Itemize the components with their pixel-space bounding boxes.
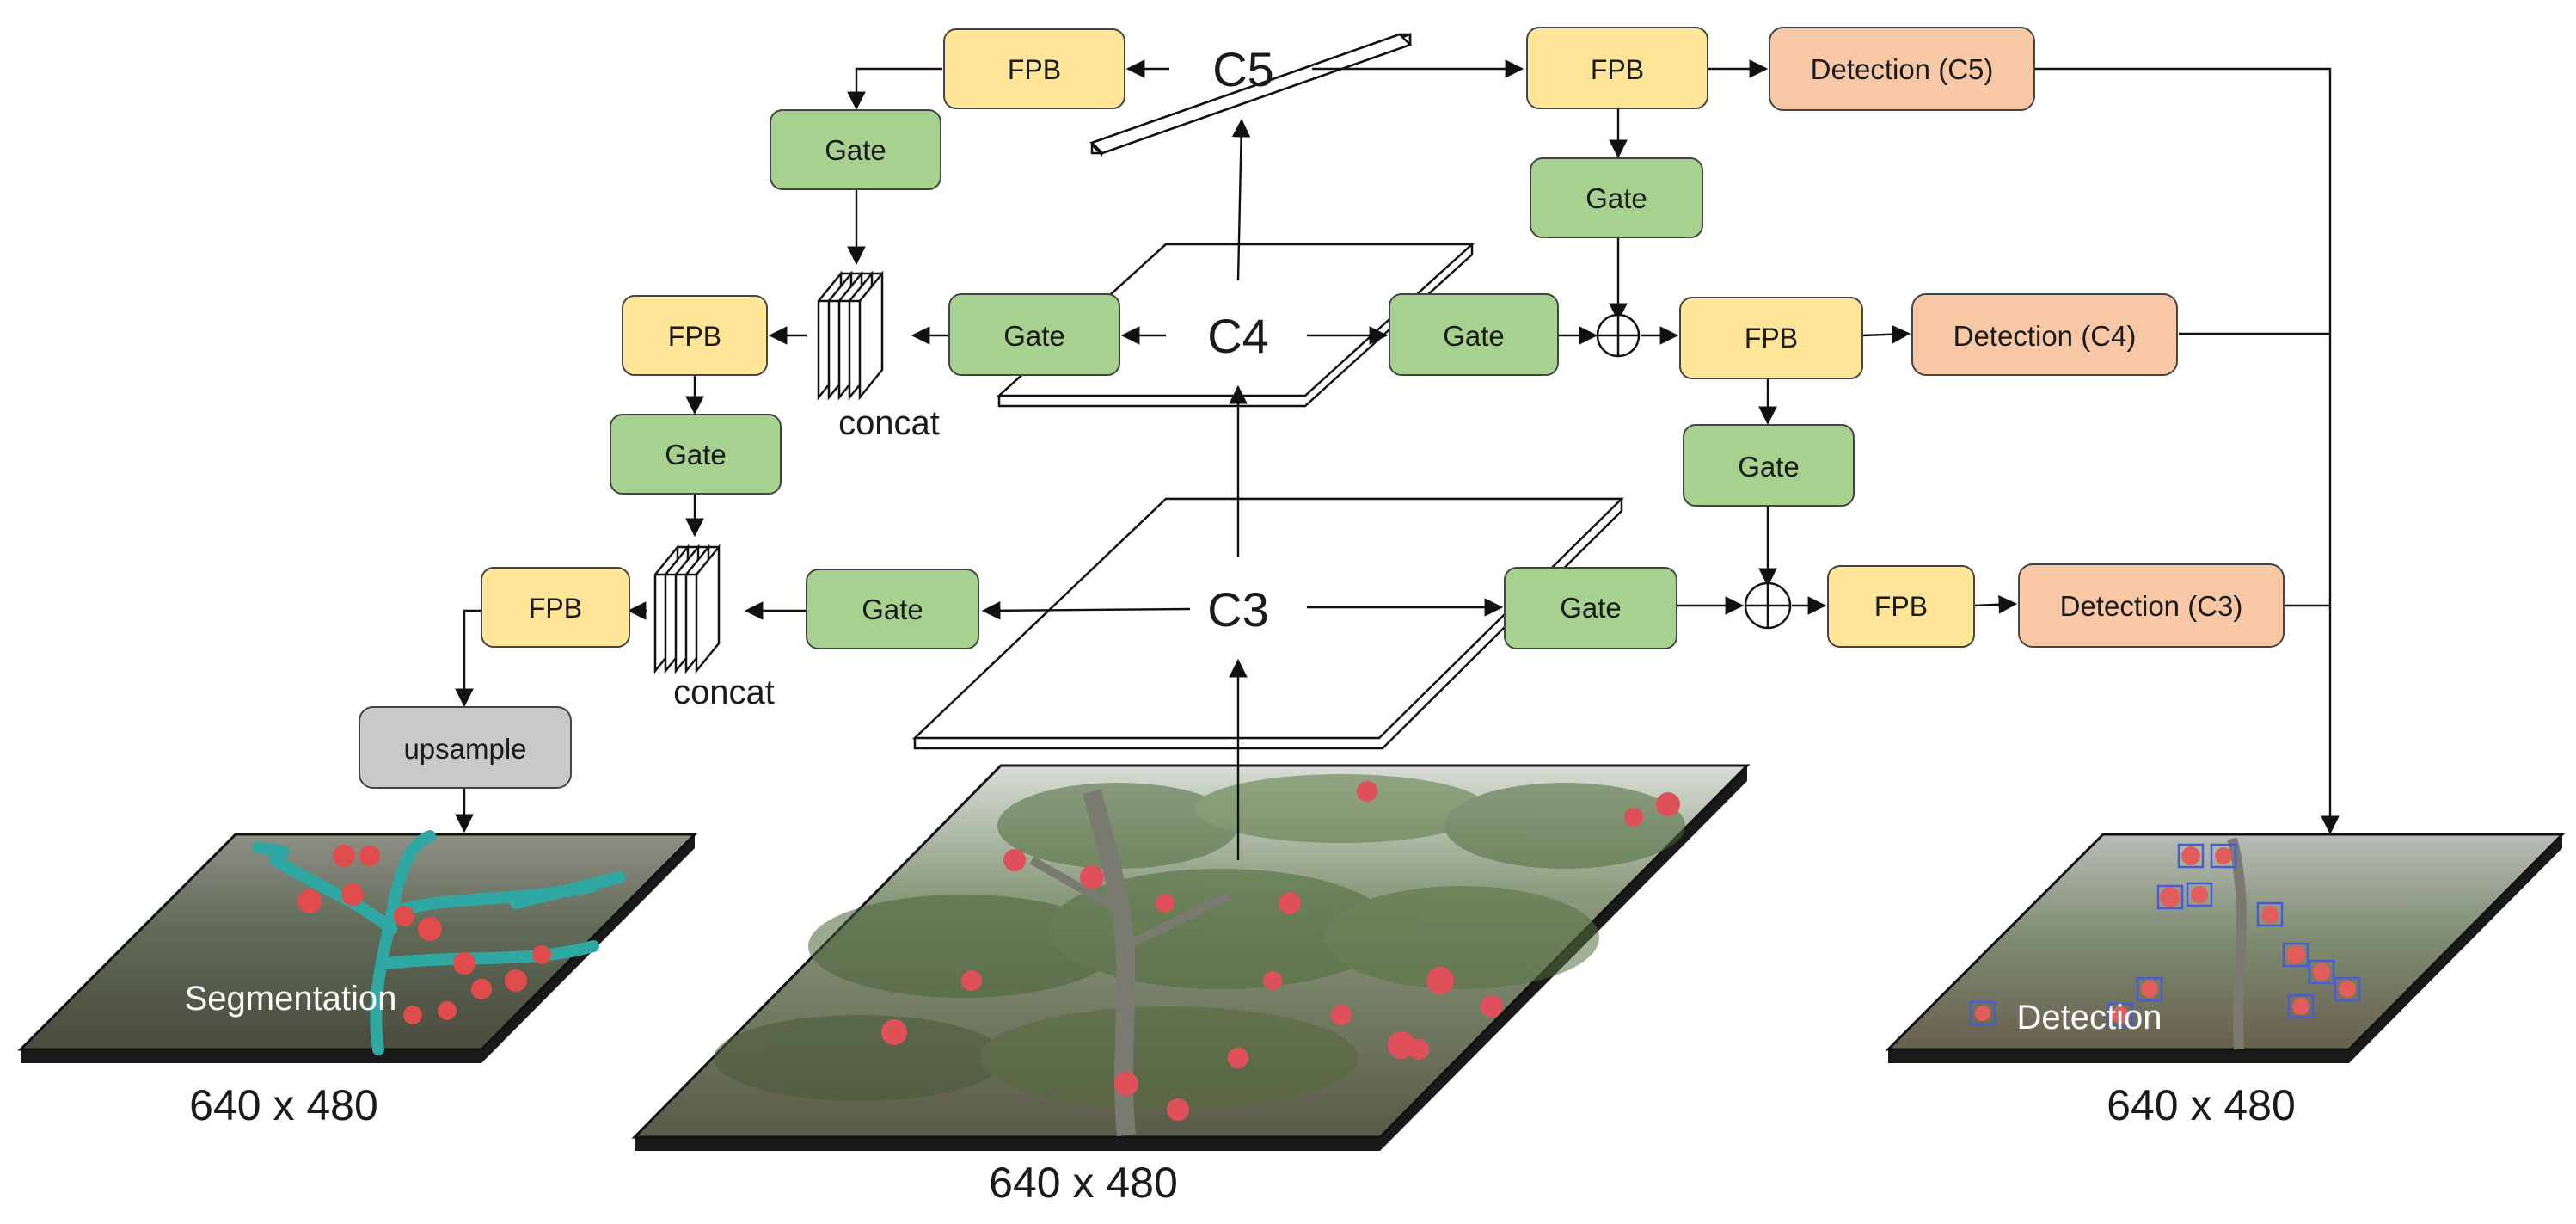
connections (455, 59, 2340, 860)
sum-node-c4 (1596, 313, 1641, 358)
plane-c3 (911, 497, 1625, 750)
plane-c5 (1089, 33, 1413, 157)
gate-box-top-left: Gate (770, 109, 941, 190)
detection-box-c4: Detection (C4) (1911, 293, 2178, 376)
gate-box-mid-left: Gate (610, 414, 782, 495)
svg-text:Gate: Gate (825, 134, 886, 166)
concat-label-bottom: concat (673, 674, 775, 711)
gate-box-c4-left: Gate (948, 293, 1120, 376)
gate-box-top-right: Gate (1530, 157, 1703, 238)
gate-box-mid-right: Gate (1683, 424, 1855, 507)
detection-box-c3: Detection (C3) (2018, 563, 2285, 648)
svg-text:Detection (C5): Detection (C5) (1811, 53, 1994, 85)
svg-text:FPB: FPB (668, 321, 721, 352)
gate-box-c3-right: Gate (1504, 567, 1677, 649)
svg-text:Gate: Gate (1585, 182, 1647, 214)
input-image (631, 764, 1751, 1151)
fpb-box-mid-left: FPB (622, 295, 768, 376)
detection-image-label: Detection (2017, 999, 2162, 1036)
svg-text:Detection (C4): Detection (C4) (1953, 320, 2137, 352)
concat-stack-top (817, 270, 884, 401)
gate-box-c4-right: Gate (1389, 293, 1559, 376)
svg-text:Gate: Gate (862, 594, 923, 625)
detection-box-c5: Detection (C5) (1769, 27, 2035, 111)
fpb-box-low-left: FPB (481, 567, 630, 648)
detection-image (1885, 833, 2566, 1063)
concat-label-top: concat (838, 404, 940, 442)
fpb-box-top-left: FPB (943, 28, 1125, 109)
svg-text:Gate: Gate (1560, 592, 1622, 624)
right-size-label: 640 x 480 (2107, 1081, 2296, 1129)
left-size-label: 640 x 480 (189, 1081, 378, 1129)
svg-text:FPB: FPB (1591, 54, 1644, 85)
concat-stack-bottom (653, 544, 721, 674)
svg-text:Detection (C3): Detection (C3) (2060, 590, 2243, 622)
svg-text:upsample: upsample (403, 733, 526, 765)
fpb-box-mid-right: FPB (1679, 297, 1863, 379)
svg-text:FPB: FPB (529, 593, 582, 624)
upsample-box: upsample (359, 706, 572, 789)
svg-text:Gate: Gate (1443, 320, 1505, 352)
center-size-label: 640 x 480 (989, 1159, 1178, 1207)
plane-c4-label: C4 (1207, 309, 1269, 363)
svg-text:Gate: Gate (665, 439, 727, 471)
sum-node-c3 (1744, 581, 1792, 630)
fpb-box-top-right: FPB (1526, 27, 1708, 109)
svg-text:Gate: Gate (1738, 451, 1800, 483)
gate-box-c3-left: Gate (806, 569, 979, 649)
svg-text:FPB: FPB (1874, 591, 1928, 622)
fpb-box-low-right: FPB (1827, 565, 1975, 648)
svg-text:FPB: FPB (1745, 323, 1798, 354)
segmentation-image (17, 830, 698, 1063)
plane-c3-label: C3 (1207, 582, 1269, 637)
svg-text:Gate: Gate (1003, 320, 1065, 352)
plane-c5-label: C5 (1212, 42, 1274, 96)
svg-text:FPB: FPB (1008, 54, 1061, 85)
segmentation-label: Segmentation (185, 980, 397, 1018)
